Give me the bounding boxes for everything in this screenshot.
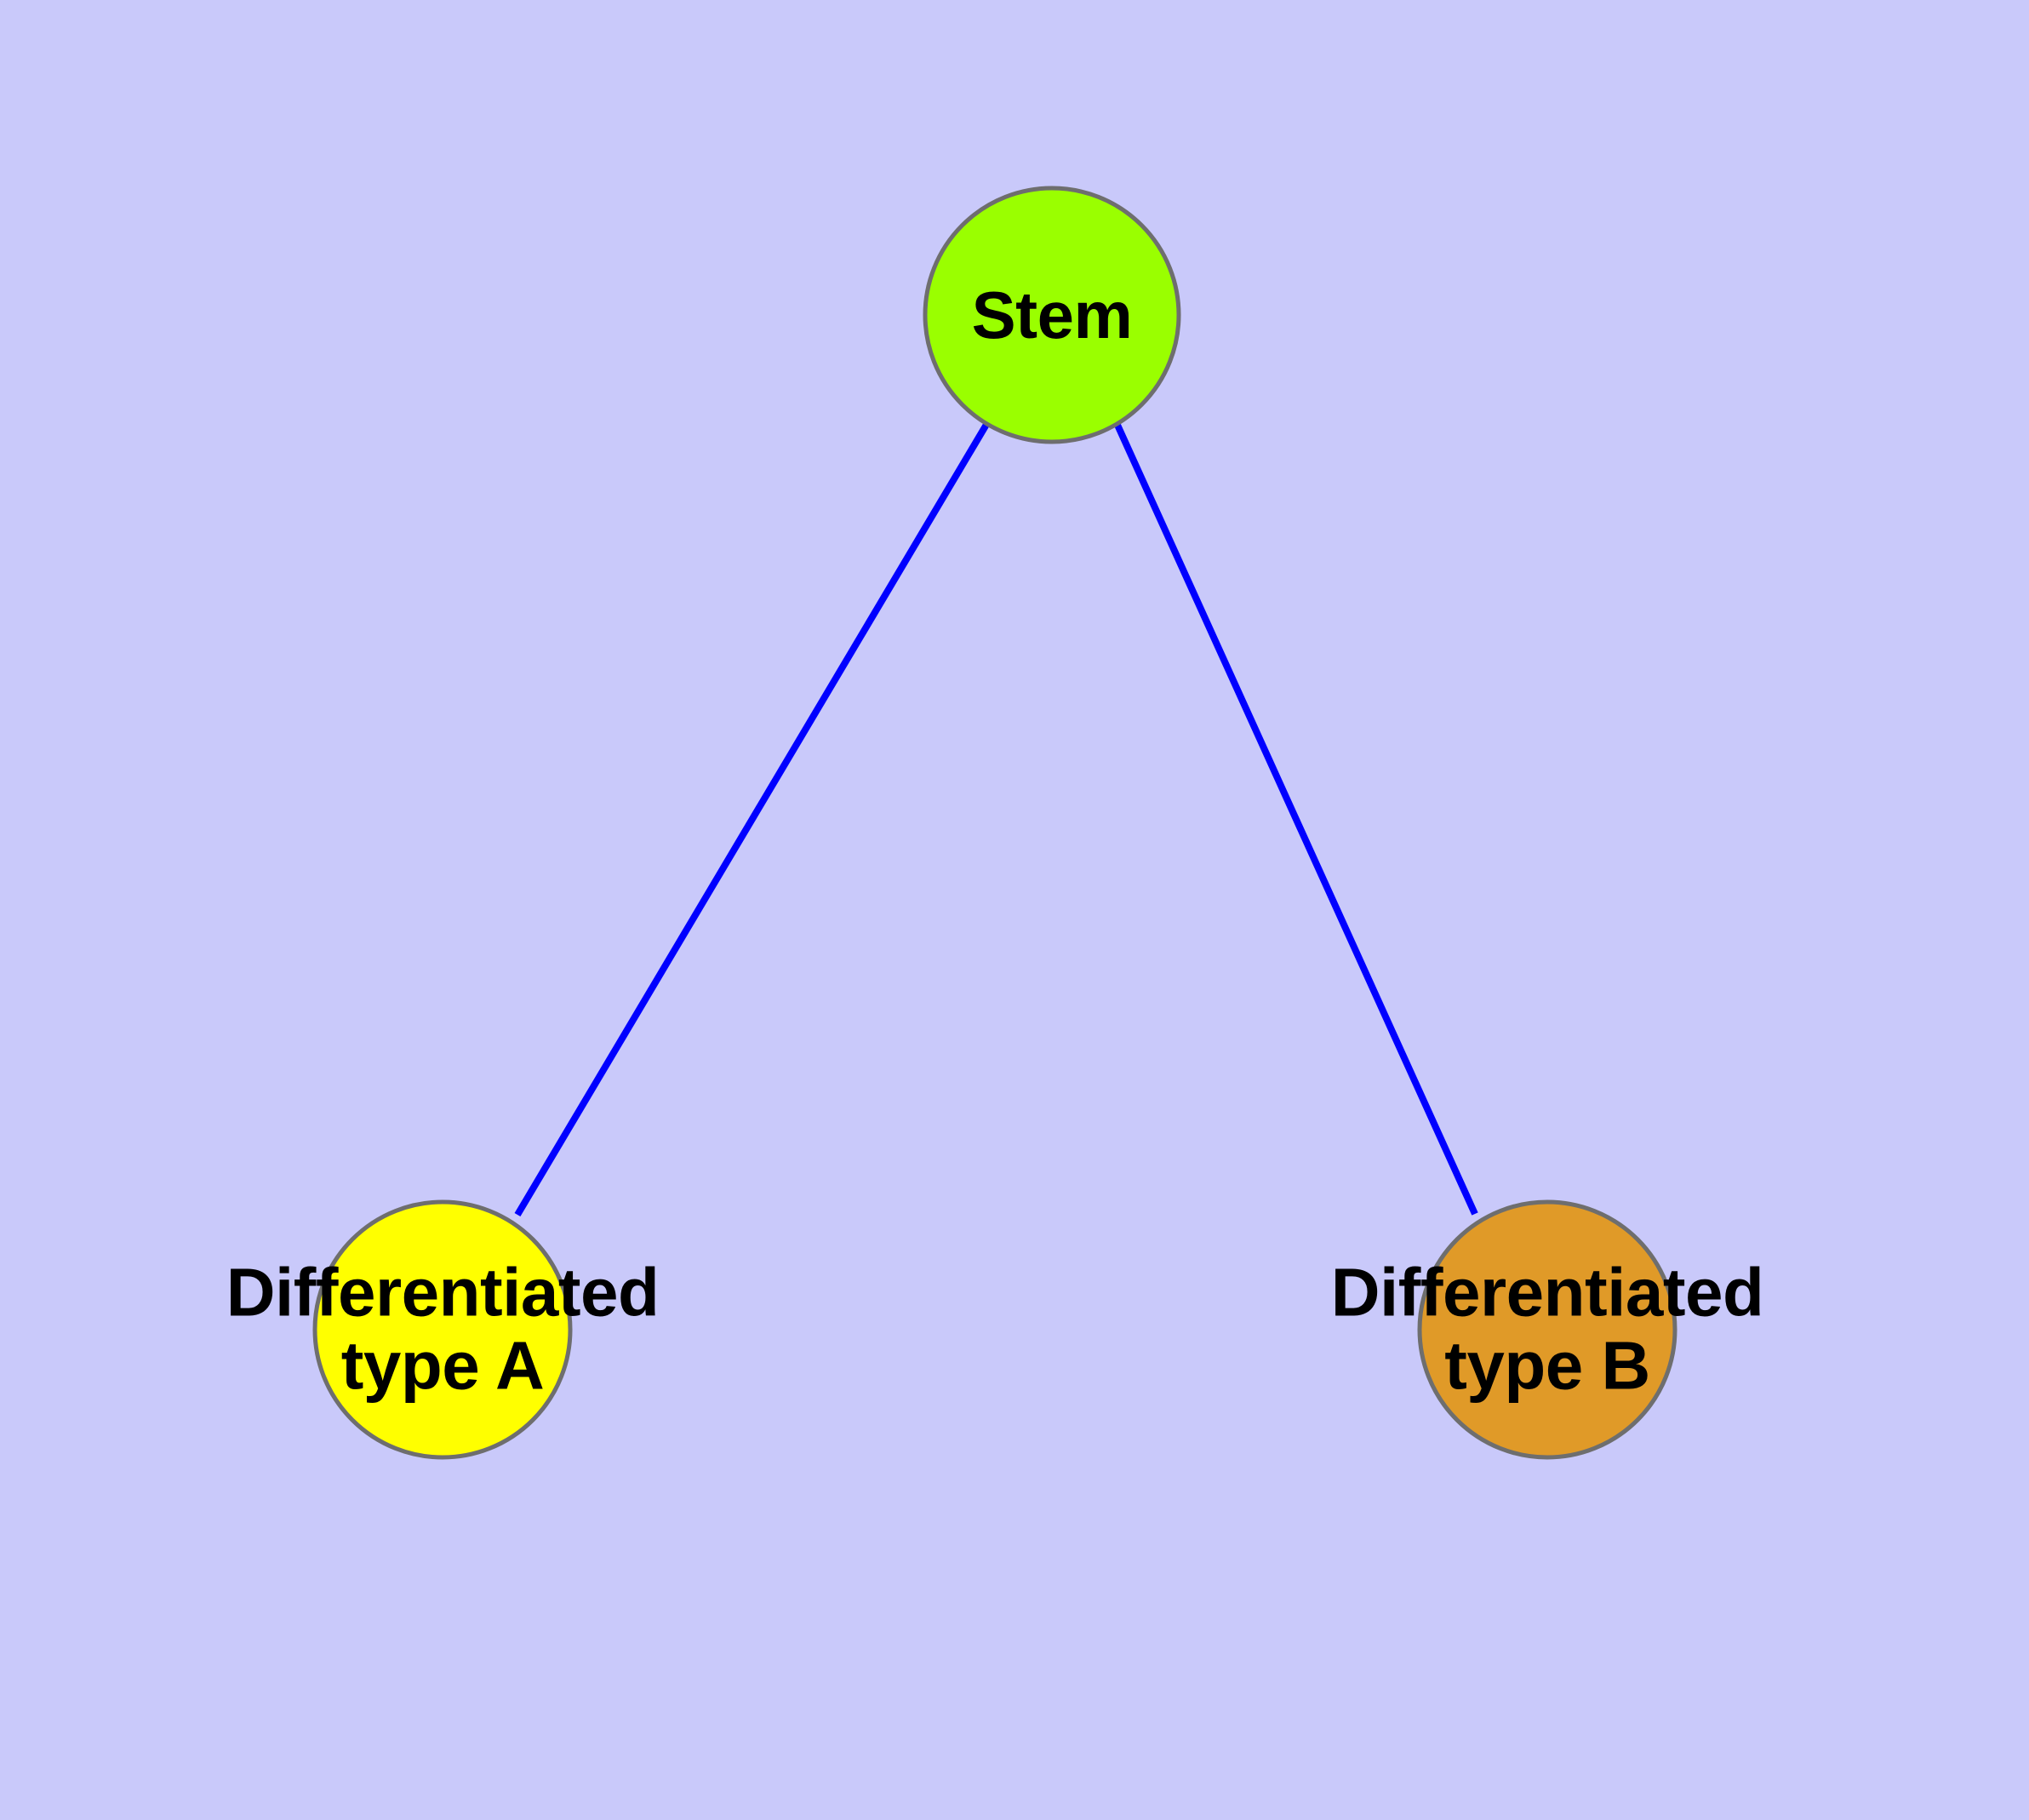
node-circle-diff-a[interactable]: [312, 1199, 573, 1460]
nodes-layer: [312, 186, 1677, 1460]
node-circle-stem[interactable]: [923, 186, 1181, 444]
edge-stem-to-diff_b: [1113, 421, 1478, 1216]
node-circle-diff-b[interactable]: [1417, 1199, 1677, 1460]
edge-stem-to-diff_a: [514, 421, 991, 1217]
edges-layer: [514, 421, 1478, 1217]
